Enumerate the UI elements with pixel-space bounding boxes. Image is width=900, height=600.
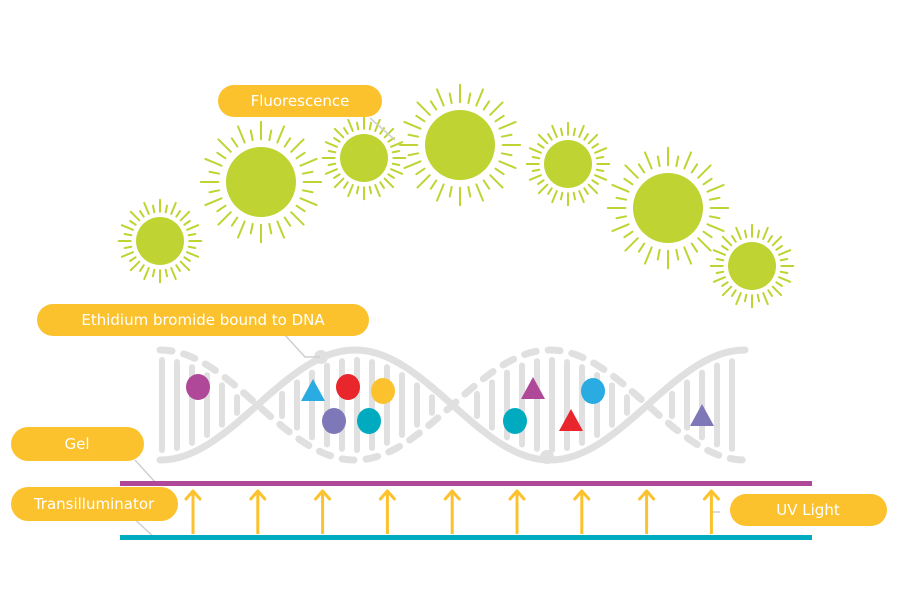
sun-icon [606, 146, 730, 270]
uv-arrow-icon [638, 489, 656, 534]
uv-arrow-icon [508, 489, 526, 534]
sun-icon [525, 121, 611, 207]
label-transilluminator-text: Transilluminator [33, 495, 155, 513]
molecule-circle-icon [336, 374, 360, 400]
sun-icon [398, 83, 522, 207]
label-uv-light-text: UV Light [776, 501, 840, 519]
sun-icon [117, 198, 203, 284]
dna-node [314, 350, 328, 364]
dna-strand-dashed [156, 346, 749, 464]
molecule-triangle-icon [521, 377, 545, 399]
transilluminator-line [120, 535, 812, 540]
molecule-circle-icon [371, 378, 395, 404]
molecule-circle-icon [581, 378, 605, 404]
molecule-circle-icon [357, 408, 381, 434]
label-transilluminator: Transilluminator [11, 487, 178, 521]
label-fluorescence-text: Fluorescence [251, 92, 350, 110]
uv-arrow-icon [249, 489, 267, 534]
sun-icon [321, 115, 407, 201]
label-gel: Gel [11, 427, 144, 461]
uv-arrow-icon [184, 489, 202, 534]
molecule-triangle-icon [301, 379, 325, 401]
molecule-circle-icon [503, 408, 527, 434]
uv-arrow-icon [378, 489, 396, 534]
ethidium-molecules [186, 374, 714, 434]
uv-arrow-icon [702, 489, 720, 534]
uv-arrow-icon [573, 489, 591, 534]
uv-arrows [184, 489, 720, 534]
dna-helix-icon [156, 346, 749, 464]
molecule-circle-icon [322, 408, 346, 434]
label-ethidium: Ethidium bromide bound to DNA [37, 304, 369, 336]
molecule-triangle-icon [559, 409, 583, 431]
uv-arrow-icon [314, 489, 332, 534]
dna-node [540, 450, 554, 464]
label-ethidium-text: Ethidium bromide bound to DNA [81, 311, 325, 329]
gel-line [120, 481, 812, 486]
label-fluorescence: Fluorescence [218, 85, 382, 117]
label-gel-text: Gel [64, 435, 89, 453]
molecule-triangle-icon [690, 404, 714, 426]
label-uv-light: UV Light [730, 494, 887, 526]
fluorescence-suns [117, 83, 795, 309]
uv-arrow-icon [443, 489, 461, 534]
sun-icon [709, 223, 795, 309]
sun-icon [199, 120, 323, 244]
molecule-circle-icon [186, 374, 210, 400]
